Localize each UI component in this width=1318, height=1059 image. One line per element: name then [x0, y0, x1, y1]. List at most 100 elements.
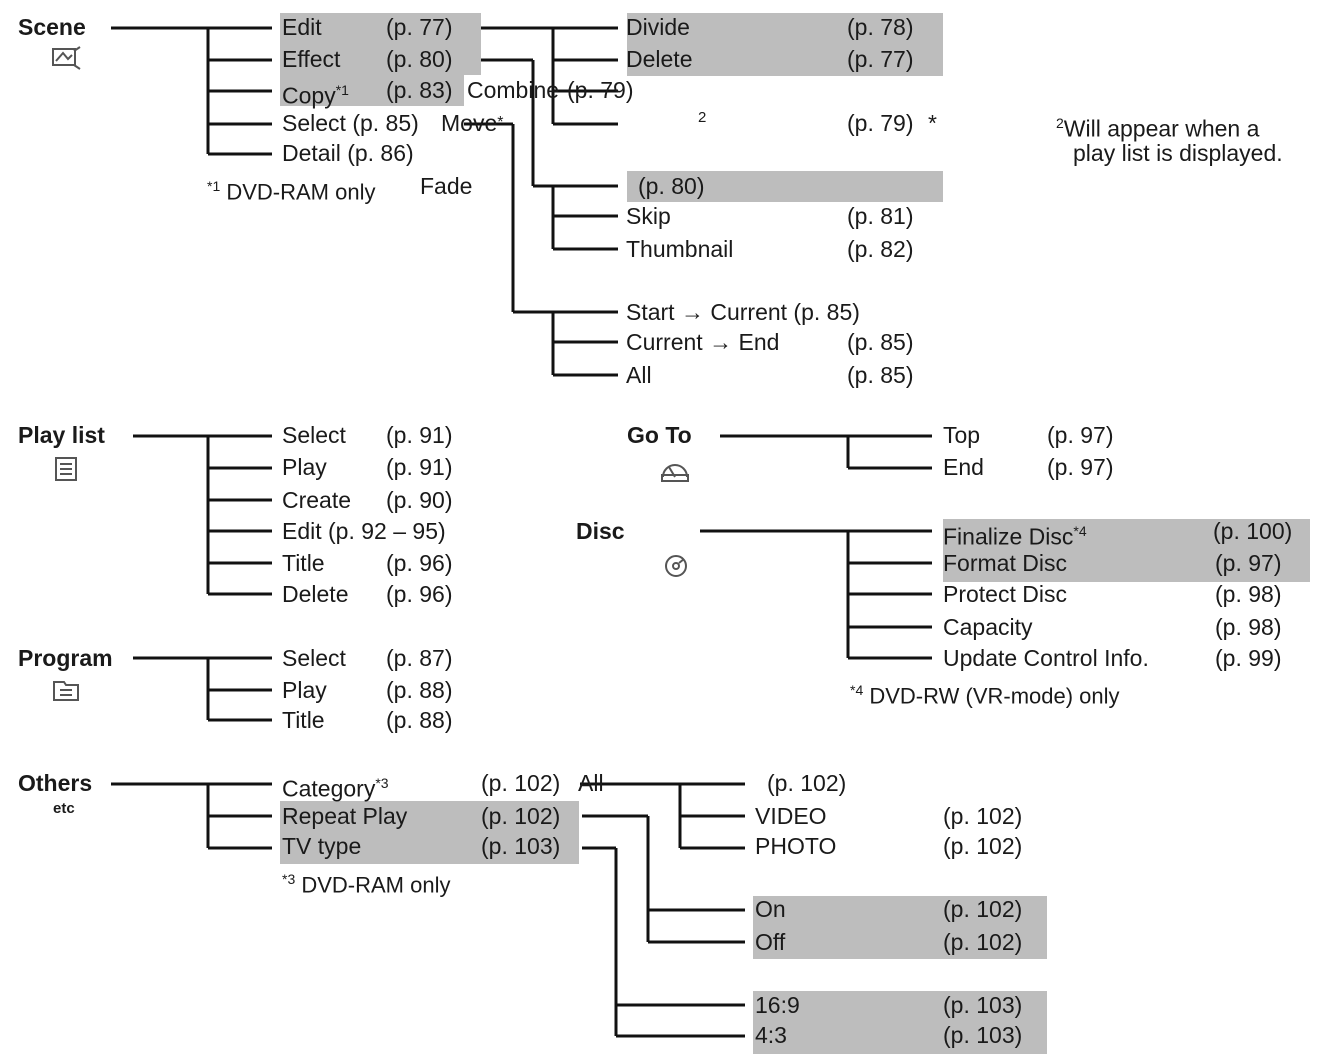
goto-item-end: End — [943, 454, 984, 480]
effect-sub-skip: Skip — [626, 203, 671, 229]
goto-heading: Go To — [627, 422, 692, 448]
others-subtitle: etc — [53, 800, 75, 817]
disc-item-capacity: Capacity — [943, 614, 1033, 640]
others-item-category: Category*3 — [282, 769, 389, 803]
others-footnote-text: DVD-RAM only — [295, 872, 451, 898]
scene-footnote-text: DVD-RAM only — [220, 179, 376, 205]
disc-item-protect: Protect Disc — [943, 581, 1067, 607]
effect-sub-thumbnail-page: (p. 82) — [847, 236, 914, 262]
disc-item-update-page: (p. 99) — [1215, 645, 1282, 671]
effect-sub-fade-page: (p. 80) — [638, 173, 705, 199]
playlist-item-title: Title — [282, 550, 325, 576]
disc-item-finalize: Finalize Disc*4 — [943, 517, 1087, 551]
repeat-sub-off-page: (p. 102) — [943, 929, 1023, 955]
highlight-fade — [627, 171, 943, 202]
disc-icon — [660, 553, 692, 579]
disc-item-format-page: (p. 97) — [1215, 550, 1282, 576]
playlist-heading: Play list — [18, 422, 105, 448]
playlist-icon — [52, 456, 84, 482]
repeat-sub-on-page: (p. 102) — [943, 896, 1023, 922]
playlist-item-play-page: (p. 91) — [386, 454, 453, 480]
select-sub-all: All — [626, 362, 652, 388]
others-item-tvtype-page: (p. 103) — [481, 833, 561, 859]
playlist-item-delete-page: (p. 96) — [386, 581, 453, 607]
others-item-category-label: Category — [282, 775, 376, 802]
goto-item-end-page: (p. 97) — [1047, 454, 1114, 480]
select-sub-all-page: (p. 85) — [847, 362, 914, 388]
others-footnote-mark: *3 — [282, 871, 296, 887]
others-footnote: *3 DVD-RAM only — [282, 865, 450, 899]
repeat-sub-off: Off — [755, 929, 786, 955]
edit-sub-divide: Divide — [626, 14, 690, 40]
tv-sub-43-page: (p. 103) — [943, 1022, 1023, 1048]
program-item-play-page: (p. 88) — [386, 677, 453, 703]
playlist-item-select-page: (p. 91) — [386, 422, 453, 448]
goto-item-top: Top — [943, 422, 981, 448]
note2-line2: play list is displayed. — [1073, 140, 1283, 166]
disc-item-update: Update Control Info. — [943, 645, 1149, 671]
scene-icon — [50, 45, 82, 71]
select-sub-current-end-page: (p. 85) — [847, 329, 914, 355]
edit-sub-combine-page: (p. 79) — [567, 77, 634, 103]
edit-sub-item4-sup: 2 — [698, 109, 707, 126]
highlight-aspect — [753, 991, 1047, 1054]
category-sub-video: VIDEO — [755, 803, 827, 829]
scene-item-select: Select (p. 85) — [282, 110, 419, 136]
edit-sub-item4-mark: * — [928, 110, 937, 136]
scene-footnote-mark: *1 — [207, 178, 221, 194]
scene-item-detail: Detail (p. 86) — [282, 140, 414, 166]
playlist-item-create-page: (p. 90) — [386, 487, 453, 513]
highlight-on-off — [753, 896, 1047, 959]
scene-heading: Scene — [18, 14, 86, 40]
highlight-scene-copy — [280, 75, 464, 106]
disc-item-finalize-label: Finalize Disc — [943, 523, 1074, 550]
disc-footnote-text: DVD-RW (VR-mode) only — [863, 683, 1120, 709]
select-sub-start-current: Start → Current (p. 85) — [626, 299, 860, 325]
repeat-sub-on: On — [755, 896, 786, 922]
program-item-play: Play — [282, 677, 327, 703]
tv-sub-169-page: (p. 103) — [943, 992, 1023, 1018]
goto-item-top-page: (p. 97) — [1047, 422, 1114, 448]
scene-footnote: *1 DVD-RAM only — [207, 172, 375, 206]
edit-sub-delete: Delete — [626, 46, 693, 72]
edit-sub-move-label: Move — [441, 110, 498, 136]
disc-item-finalize-page: (p. 100) — [1213, 518, 1293, 544]
disc-item-format: Format Disc — [943, 550, 1067, 576]
scene-item-copy: Copy*1 — [282, 76, 349, 110]
category-sub-all-page: (p. 102) — [767, 770, 847, 796]
scene-item-copy-page: (p. 83) — [386, 77, 453, 103]
program-item-select: Select — [282, 645, 346, 671]
highlight-scene-edit-effect — [280, 13, 481, 75]
fade-label: Fade — [420, 173, 473, 199]
disc-item-capacity-page: (p. 98) — [1215, 614, 1282, 640]
disc-item-finalize-sup: *4 — [1073, 523, 1087, 539]
category-sub-photo: PHOTO — [755, 833, 837, 859]
playlist-item-play: Play — [282, 454, 327, 480]
others-item-repeat-page: (p. 102) — [481, 803, 561, 829]
scene-item-edit-page: (p. 77) — [386, 14, 453, 40]
edit-sub-divide-page: (p. 78) — [847, 14, 914, 40]
disc-item-protect-page: (p. 98) — [1215, 581, 1282, 607]
playlist-item-edit: Edit (p. 92 – 95) — [282, 518, 446, 544]
program-item-select-page: (p. 87) — [386, 645, 453, 671]
scene-item-copy-sup: *1 — [335, 82, 349, 98]
tv-sub-43: 4:3 — [755, 1022, 787, 1048]
others-heading: Others — [18, 770, 93, 796]
program-item-title: Title — [282, 707, 325, 733]
program-heading: Program — [18, 645, 113, 671]
category-sub-all: All — [578, 770, 604, 796]
playlist-item-title-page: (p. 96) — [386, 550, 453, 576]
others-item-tvtype: TV type — [282, 833, 362, 859]
note2-line1: 2Will appear when a — [1056, 109, 1259, 143]
edit-sub-combine: Combine — [467, 77, 560, 103]
note2-text1: Will appear when a — [1063, 115, 1260, 142]
program-item-title-page: (p. 88) — [386, 707, 453, 733]
scene-item-edit: Edit — [282, 14, 322, 40]
edit-sub-delete-page: (p. 77) — [847, 46, 914, 72]
select-sub-current-end: Current → End — [626, 329, 780, 355]
playlist-item-create: Create — [282, 487, 352, 513]
disc-footnote-mark: *4 — [850, 682, 864, 698]
effect-sub-skip-page: (p. 81) — [847, 203, 914, 229]
others-item-category-page: (p. 102) — [481, 770, 561, 796]
